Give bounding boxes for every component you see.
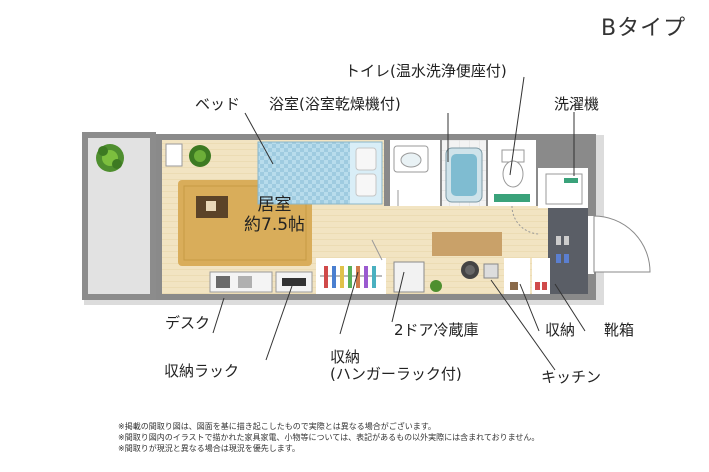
callout-kitchen: キッチン [541, 368, 602, 386]
callout-washing-machine: 洗濯機 [554, 95, 600, 113]
storage-rack-icon [275, 271, 313, 293]
fridge-icon [393, 261, 425, 293]
kitchen-plant-icon [430, 280, 442, 292]
kitchen-counter-icon [432, 232, 502, 279]
washbasin-icon [393, 145, 429, 173]
callout-shoe-rack: 靴箱 [604, 321, 635, 339]
door-arc [511, 205, 541, 235]
shoe-box-items-icon [510, 282, 547, 290]
callout-toilet: トイレ(温水洗浄便座付) [345, 62, 507, 80]
room-plant-icon [189, 145, 211, 167]
callout-hanger-storage-line1: 収納 [330, 348, 361, 366]
disclaimer-note: ※掲載の間取り図は、図面を基に描き起こしたもので実際とは異なる場合がございます。 [118, 422, 436, 431]
disclaimer-notes: ※掲載の間取り図は、図面を基に描き起こしたもので実際とは異なる場合がございます。… [118, 421, 539, 454]
balcony-plant-icon [96, 144, 124, 172]
living-room-name: 居室 [257, 195, 292, 215]
callout-hanger-storage-line2: (ハンガーラック付) [330, 365, 462, 383]
living-room-label: 居室 約7.5帖 [244, 195, 305, 235]
entrance-door-icon [588, 215, 651, 274]
entrance-floor [548, 208, 588, 294]
callout-storage-rack: 収納ラック [164, 362, 240, 380]
disclaimer-note: ※間取りが現況と異なる場合は現況を優先します。 [118, 444, 300, 453]
window-bench [165, 143, 183, 167]
desk-icon [209, 271, 273, 293]
toilet-icon [494, 149, 530, 202]
coffee-table-icon [196, 196, 228, 218]
disclaimer-note: ※間取り図内のイラストで描かれた家具家電、小物等については、表記があるもの以外実… [118, 433, 540, 442]
washing-machine-icon [545, 173, 583, 205]
type-title: Bタイプ [601, 16, 687, 41]
hanger-rack-icon [320, 266, 382, 288]
balcony [82, 132, 156, 300]
bed-icon [257, 141, 383, 205]
callout-desk: デスク [165, 314, 211, 332]
shoe-closet [532, 258, 550, 294]
callout-storage: 収納 [545, 321, 576, 339]
living-room-size: 約7.5帖 [244, 215, 306, 235]
callout-bathroom: 浴室(浴室乾燥機付) [269, 95, 401, 113]
callout-bed: ベッド [195, 95, 241, 113]
leader-lines [212, 76, 586, 371]
callout-fridge: 2ドア冷蔵庫 [394, 321, 479, 339]
shoes-icon [556, 236, 569, 263]
bathtub-icon [445, 147, 483, 203]
callout-hanger-storage: 収納 (ハンガーラック付) [330, 349, 462, 383]
door-arc [371, 239, 383, 261]
